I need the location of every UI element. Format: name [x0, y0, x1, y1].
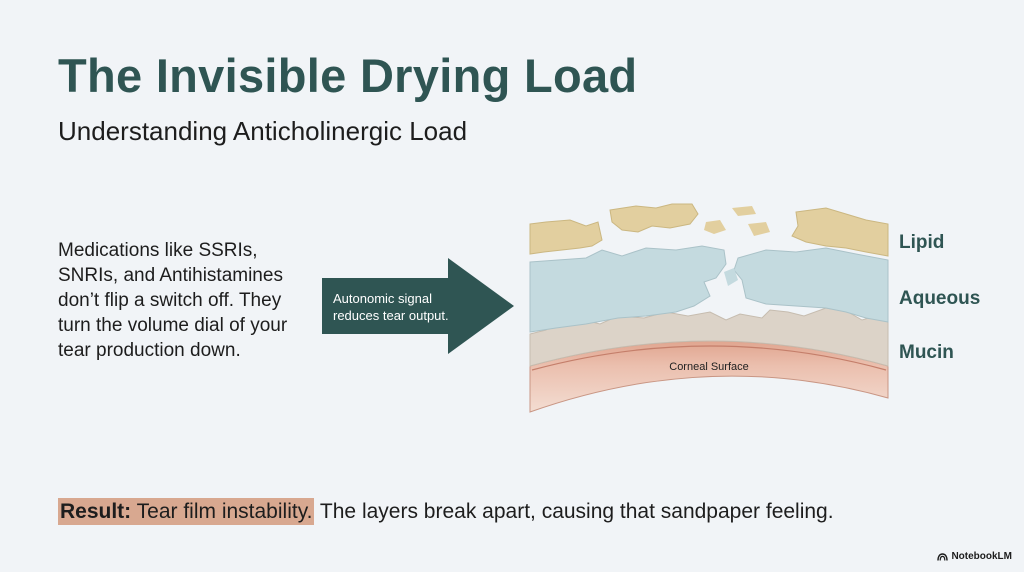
layer-label-mucin: Mucin — [899, 342, 954, 363]
layer-label-aqueous: Aqueous — [899, 288, 981, 309]
layer-label-lipid: Lipid — [899, 232, 945, 253]
lipid-fragment — [704, 220, 726, 234]
slide-title: The Invisible Drying Load — [58, 49, 638, 102]
result-label: Result: — [60, 500, 132, 523]
result-statement: Result: Tear film instability. The layer… — [58, 498, 834, 525]
lipid-fragment — [791, 207, 889, 257]
aqueous-fragment — [724, 268, 738, 286]
lipid-fragment — [609, 203, 699, 233]
lipid-layer — [529, 219, 603, 255]
body-text: Medications like SSRIs, SNRIs, and Antih… — [58, 240, 288, 361]
lipid-fragment — [748, 222, 770, 236]
result-highlight-text: Tear film instability. — [131, 500, 313, 523]
mucin-fragment — [844, 338, 866, 352]
brand-name: NotebookLM — [951, 551, 1012, 562]
brand: NotebookLM — [937, 551, 1012, 562]
result-highlight: Result: Tear film instability. — [58, 498, 315, 525]
tear-film-diagram: Corneal Surface — [529, 203, 889, 413]
aqueous-layer — [529, 245, 727, 333]
lipid-fragment — [732, 206, 756, 216]
result-rest-text: The layers break apart, causing that san… — [314, 500, 834, 523]
mucin-fragment — [782, 324, 798, 334]
arrow-label: Autonomic signal reduces tear output. — [333, 291, 449, 323]
slide-subtitle: Understanding Anticholinergic Load — [58, 116, 468, 146]
cornea-label: Corneal Surface — [669, 361, 749, 373]
notebooklm-logo-icon — [937, 552, 949, 561]
aqueous-layer-right — [733, 247, 889, 323]
arrow-shape — [322, 258, 514, 354]
arrow-icon — [322, 258, 514, 354]
cornea-line — [531, 345, 887, 371]
